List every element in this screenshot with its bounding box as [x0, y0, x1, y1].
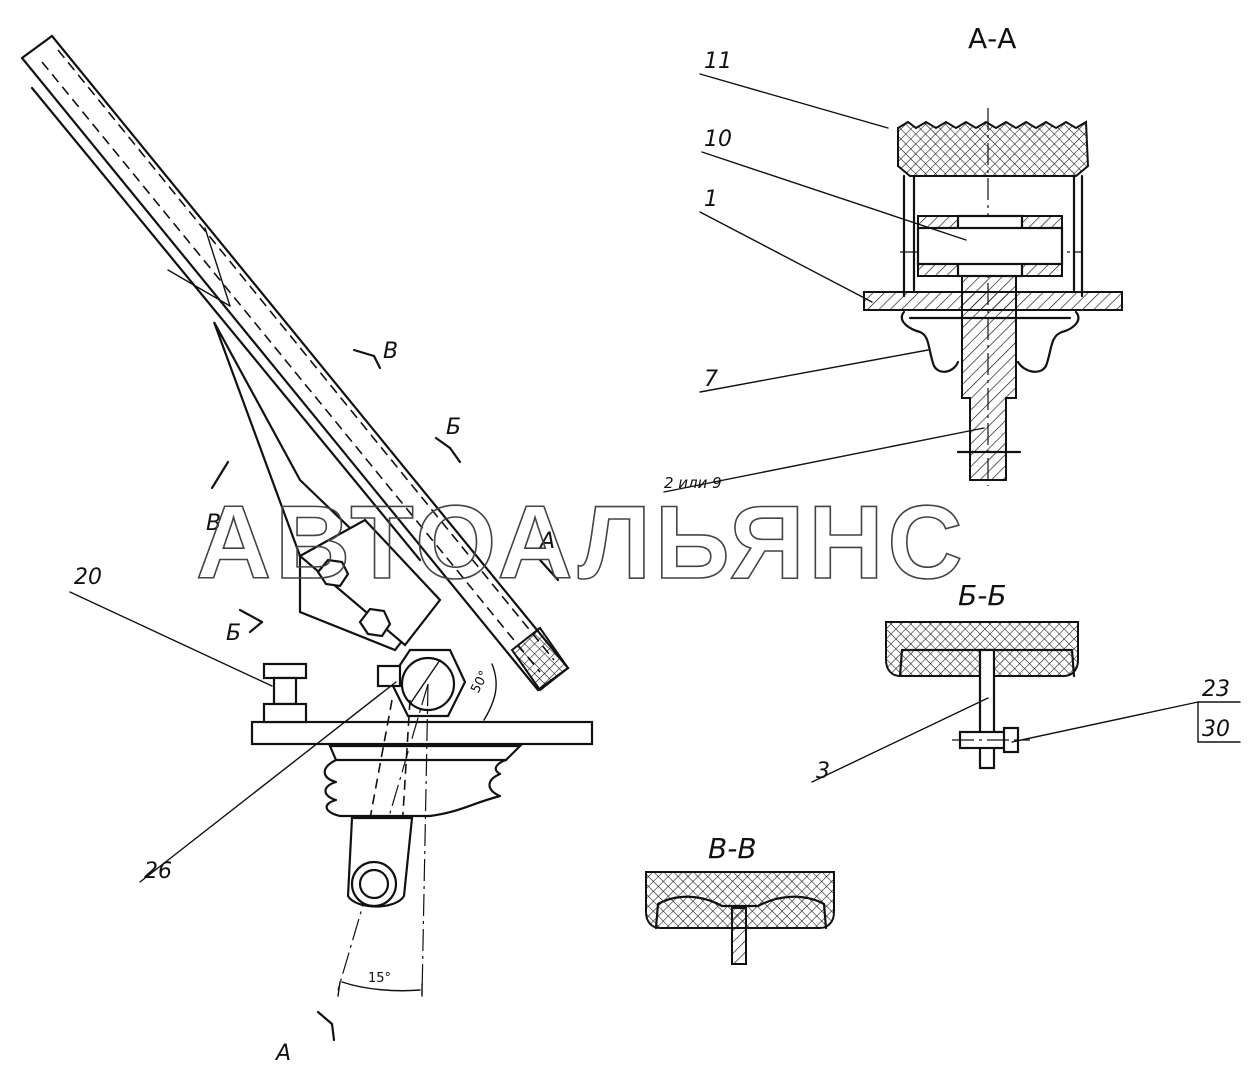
- callout-20: 20: [74, 565, 102, 590]
- section-bb: [885, 621, 1079, 770]
- cut-mark-v-top: В: [383, 339, 398, 364]
- main-view: [20, 34, 594, 997]
- section-aa-title: А-А: [968, 22, 1016, 55]
- angle-15: 15°: [368, 971, 391, 986]
- lever-arm: [20, 34, 570, 692]
- rubber-boot: [323, 744, 523, 818]
- cut-mark-a-top: А: [538, 529, 555, 554]
- stop-screw: [262, 662, 308, 724]
- callout-11: 11: [704, 49, 732, 74]
- cut-mark-a-bottom: А: [274, 1041, 291, 1066]
- cut-mark-v-left: В: [206, 511, 221, 536]
- watermark: АВТОАЛЬЯНС: [196, 485, 967, 601]
- bb-rib: [978, 648, 996, 770]
- labels: А-А Б-Б В-В В Б В А Б А 11 10 1 7 2 или …: [74, 22, 1230, 1066]
- cut-mark-b-top: Б: [446, 415, 461, 440]
- callout-1: 1: [704, 187, 718, 212]
- section-aa: [863, 108, 1123, 486]
- aa-stud: [961, 275, 1017, 481]
- clevis: [346, 816, 414, 908]
- section-vv: [645, 871, 835, 965]
- leader-lines: [69, 73, 1241, 883]
- callout-23: 23: [1202, 677, 1230, 702]
- aa-pad: [897, 120, 1090, 177]
- section-bb-title: Б-Б: [958, 579, 1007, 612]
- pedal-pad-end: [510, 626, 570, 692]
- angle-50: 50°: [468, 668, 492, 695]
- aa-spring: [900, 310, 1080, 373]
- callout-2-or-9: 2 или 9: [664, 474, 722, 492]
- vv-pad: [645, 871, 835, 929]
- section-vv-title: В-В: [708, 832, 757, 865]
- hex-bolt-lower: [358, 607, 392, 638]
- base-plate: [250, 720, 594, 746]
- callout-26: 26: [144, 859, 172, 884]
- callout-3: 3: [816, 759, 830, 784]
- callout-7: 7: [704, 367, 718, 392]
- hex-bolt-upper: [316, 558, 350, 588]
- callout-30: 30: [1202, 717, 1230, 742]
- callout-10: 10: [704, 127, 732, 152]
- cut-lines: [210, 348, 560, 1042]
- cut-mark-b-left: Б: [226, 621, 241, 646]
- bracket-plate: [212, 321, 442, 652]
- vv-rib: [731, 907, 747, 965]
